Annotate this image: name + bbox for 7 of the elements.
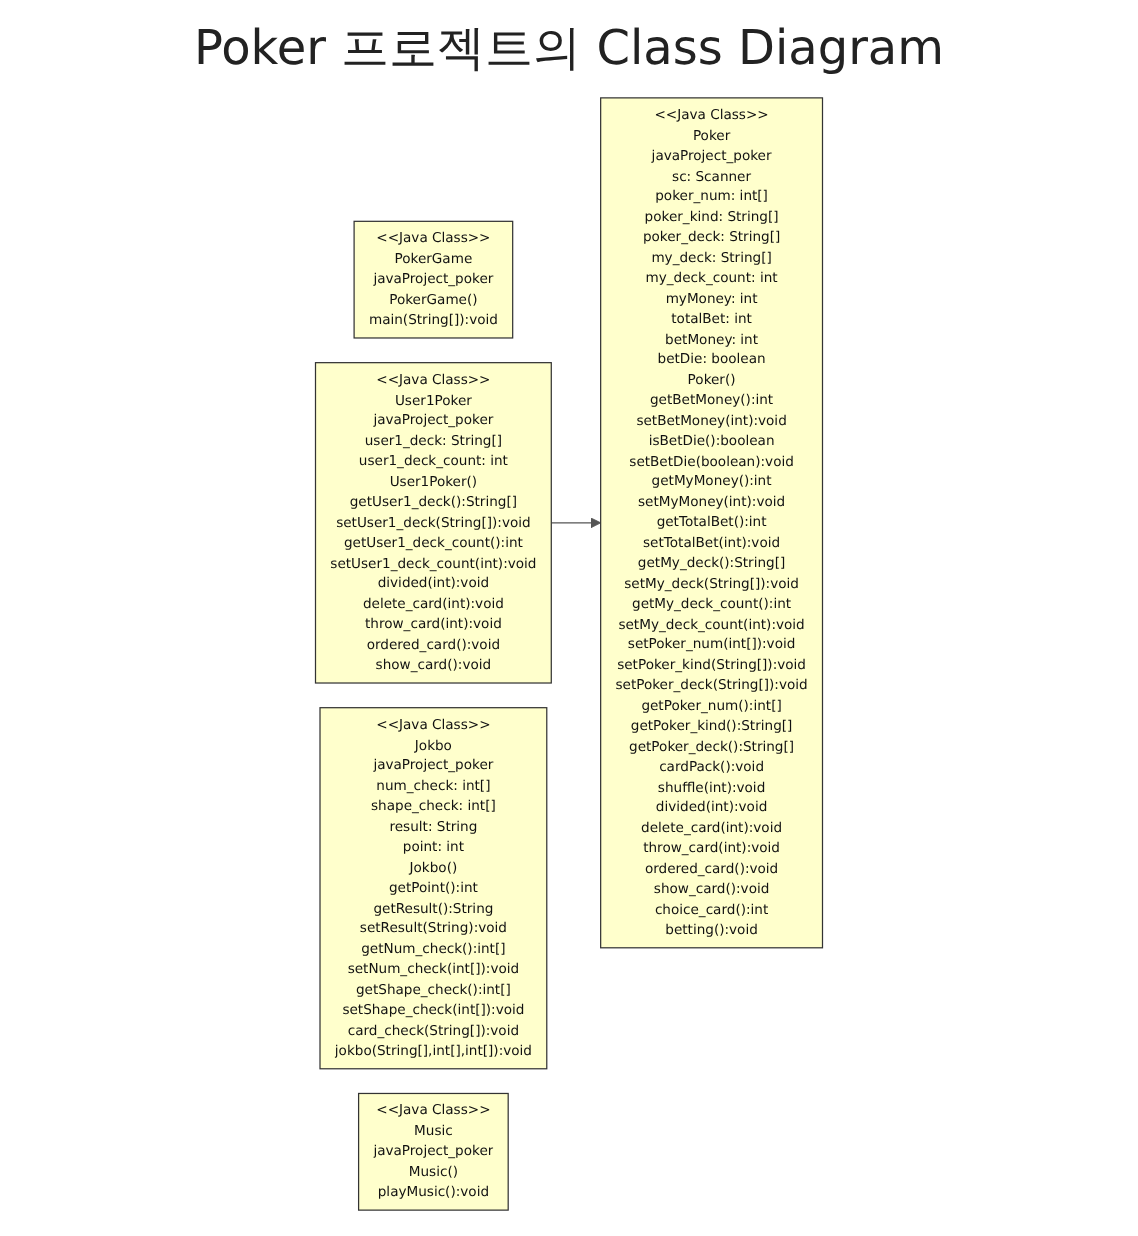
diagram-title: Poker 프로젝트의 Class Diagram [191, 18, 947, 80]
arrow [550, 517, 602, 529]
node-box [314, 362, 552, 684]
node-box [353, 220, 514, 339]
node-box [319, 707, 548, 1070]
node-box [358, 1092, 509, 1211]
node-box [600, 97, 824, 949]
